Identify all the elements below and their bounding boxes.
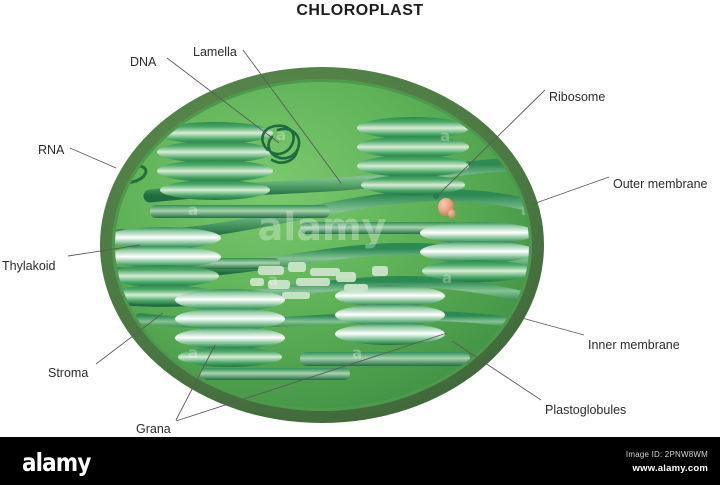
chloroplast-diagram: a a a a a a a a a a alamy alam [67,49,610,423]
label-inner-membrane: Inner membrane [588,338,680,352]
ribosome-dot [433,193,439,199]
watermark-a: a [188,344,198,362]
leader-lamella [242,49,342,184]
label-ribosome: Ribosome [549,90,606,104]
watermark-a: a [442,269,452,287]
leader-stroma [95,312,164,365]
leader-grana-b [175,332,448,422]
thylakoid-sheet-5 [200,368,350,380]
label-outer-membrane: Outer membrane [613,177,708,191]
leader-plastoglobules [451,340,542,401]
dna-loop [261,124,301,164]
granum-top-right [357,117,469,195]
watermark-a: a [268,271,278,289]
granum-top-left [157,122,273,200]
image-id-text: Image ID: 2PNW8WM [625,450,708,459]
thylakoid-fragment-cluster [250,262,388,299]
watermark-a: a [130,113,140,131]
granum-mid-right [420,222,529,282]
leader-inner-membrane [510,314,585,336]
label-thylakoid: Thylakoid [2,259,56,273]
watermark-a: a [276,126,286,144]
leader-rna [69,147,117,169]
thylakoid-sheet-1 [150,205,330,218]
leader-grana-a [175,344,216,421]
plastoglobule-small [448,209,456,219]
label-grana: Grana [136,422,171,436]
watermark-a: a [352,344,362,362]
label-dna: DNA [130,55,157,69]
watermark-a: a [188,201,198,219]
label-stroma: Stroma [48,366,89,380]
alamy-footer-bar [0,437,720,485]
alamy-logo: alamy [22,448,91,477]
watermark-right: alam [500,329,593,369]
alamy-url-text[interactable]: www.alamy.com [632,463,708,474]
label-lamella: Lamella [193,45,237,59]
leader-thylakoid [67,244,141,257]
leader-ribosome [437,89,546,196]
leader-dna [166,57,280,144]
label-rna: RNA [38,143,65,157]
watermark-center: alamy [258,205,387,249]
granum-bottom-left [175,289,285,367]
granum-bottom-center [335,285,445,345]
leader-lines [67,49,610,422]
leader-outer-membrane [532,176,610,205]
thylakoid-sheet-2 [300,222,460,234]
page-title: CHLOROPLAST [296,2,424,19]
thylakoid-sheet-4 [300,352,470,366]
label-plastoglobules: Plastoglobules [545,403,627,417]
watermark-a: a [440,127,450,145]
